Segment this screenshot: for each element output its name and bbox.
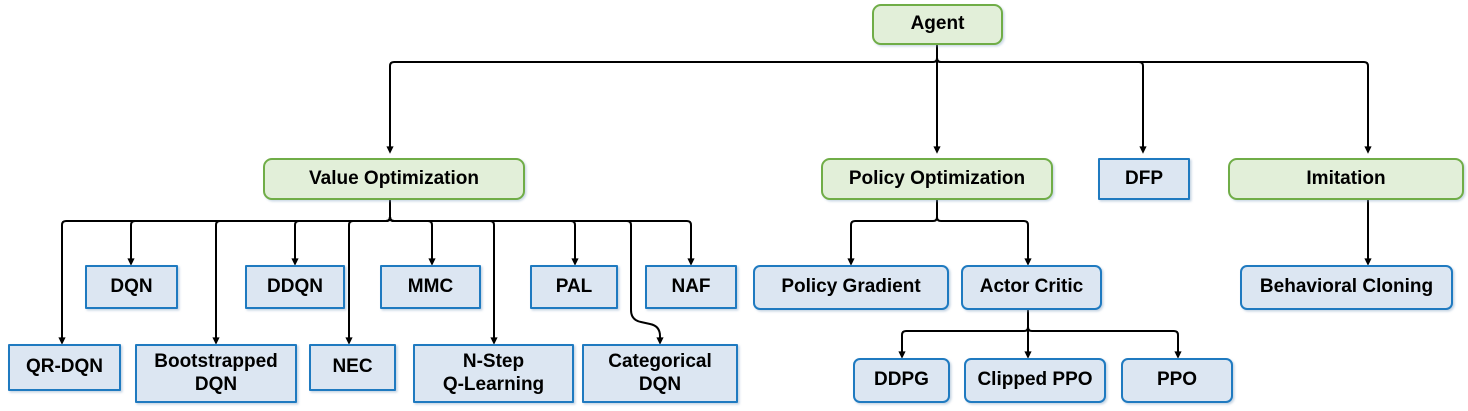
node-dfp[interactable]: DFP — [1098, 158, 1190, 200]
edge-agent-dfp — [936, 45, 1147, 154]
node-ddqn[interactable]: DDQN — [245, 265, 345, 309]
node-dqn[interactable]: DQN — [85, 265, 178, 309]
edge-vo-dqn — [127, 200, 391, 266]
edge-vo-mmc — [389, 200, 436, 266]
node-imitation[interactable]: Imitation — [1228, 158, 1464, 200]
node-clipped-ppo[interactable]: Clipped PPO — [964, 358, 1106, 403]
node-naf[interactable]: NAF — [645, 265, 737, 309]
edge-vo-naf — [389, 200, 695, 266]
node-nec[interactable]: NEC — [309, 344, 396, 391]
edge-ac-ppo — [1027, 310, 1182, 359]
edge-po-actor-critic — [936, 200, 1032, 266]
node-ppo[interactable]: PPO — [1121, 358, 1233, 403]
node-policy-gradient[interactable]: Policy Gradient — [753, 265, 949, 310]
edge-po-policy-gradient — [847, 200, 938, 266]
node-pal[interactable]: PAL — [530, 265, 618, 309]
edge-vo-pal — [389, 200, 579, 266]
edge-agent-value-optimization — [386, 45, 938, 154]
node-agent[interactable]: Agent — [872, 4, 1003, 45]
edge-ac-ddpg — [898, 310, 1029, 359]
node-bootstrapped-dqn[interactable]: Bootstrapped DQN — [135, 344, 297, 403]
node-actor-critic[interactable]: Actor Critic — [961, 265, 1102, 310]
node-mmc[interactable]: MMC — [380, 265, 481, 309]
node-value-optimization[interactable]: Value Optimization — [263, 158, 525, 200]
node-categorical-dqn[interactable]: Categorical DQN — [582, 344, 738, 403]
node-policy-optimization[interactable]: Policy Optimization — [821, 158, 1053, 200]
node-qr-dqn[interactable]: QR-DQN — [8, 344, 121, 391]
edge-agent-imitation — [936, 45, 1372, 154]
node-behavioral-cloning[interactable]: Behavioral Cloning — [1240, 265, 1453, 310]
node-n-step-q-learning[interactable]: N-Step Q-Learning — [413, 344, 574, 403]
node-ddpg[interactable]: DDPG — [853, 358, 950, 403]
edge-vo-ddqn — [291, 200, 391, 266]
